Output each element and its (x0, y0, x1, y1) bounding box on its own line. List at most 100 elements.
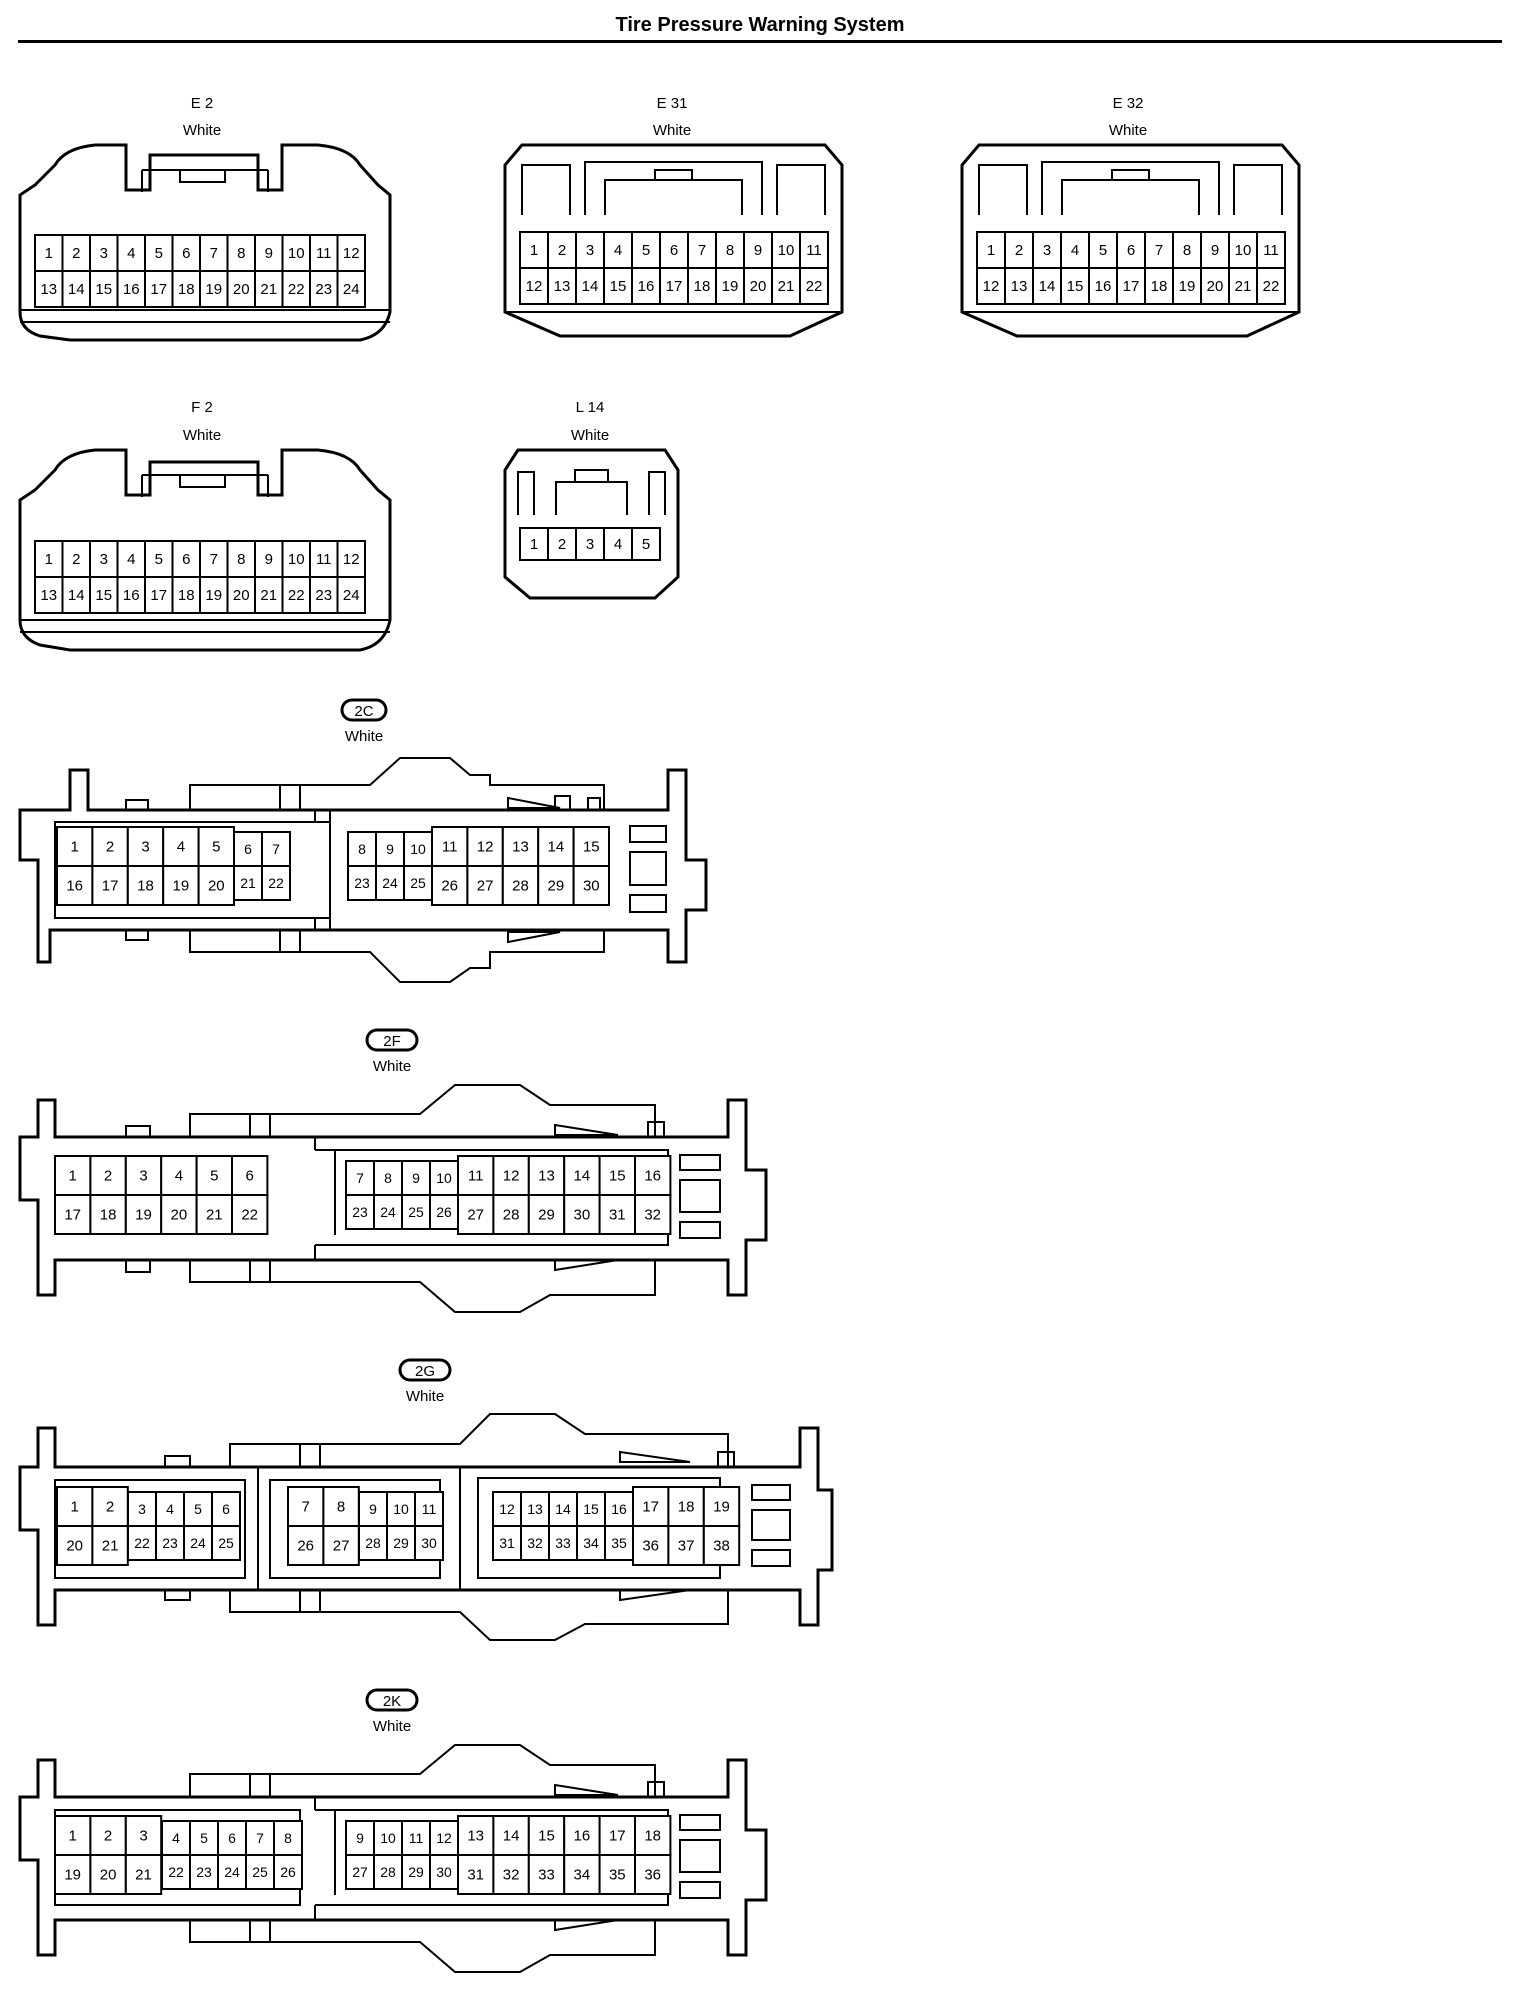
pin-cell (171, 576, 201, 614)
pin-number: 24 (343, 281, 360, 298)
pin-cell (336, 576, 366, 614)
connector-2g-slots (751, 1484, 791, 1567)
pin-number: 3 (139, 1828, 147, 1845)
pin-number: 6 (228, 1830, 236, 1846)
pin-number: 6 (1127, 242, 1135, 259)
pin-number: 11 (316, 551, 332, 568)
connector-l14-code: L 14 (576, 399, 605, 416)
connector-2f-latch (189, 1084, 656, 1313)
pin-number: 11 (316, 245, 332, 262)
connector-e31-key (584, 161, 763, 215)
pin-number: 8 (726, 242, 734, 259)
connector-2g-latch (229, 1413, 729, 1641)
pin-number: 33 (538, 1867, 555, 1884)
pin-cell (54, 1854, 92, 1895)
pin-number: 24 (190, 1535, 206, 1551)
pin-number: 6 (222, 1501, 230, 1517)
pin-number: 26 (297, 1538, 314, 1555)
connector-e32-code: E 32 (1113, 95, 1144, 112)
pin-number: 21 (260, 281, 277, 298)
pin-cell (309, 576, 339, 614)
pin-cell (401, 1820, 431, 1856)
pin-number: 20 (233, 587, 250, 604)
pin-cell (231, 1155, 269, 1196)
pin-number: 14 (68, 281, 85, 298)
pin-number: 2 (104, 1168, 112, 1185)
pin-number: 2 (558, 242, 566, 259)
pin-cell (501, 865, 540, 906)
pin-number: 22 (288, 281, 305, 298)
pin-number: 2 (72, 245, 80, 262)
pin-number: 20 (100, 1867, 117, 1884)
pin-number: 18 (678, 1499, 695, 1516)
pin-number: 28 (503, 1207, 520, 1224)
pin-number: 22 (168, 1864, 184, 1880)
connector-l14-key (517, 469, 666, 515)
pin-number: 15 (95, 281, 112, 298)
pin-number: 18 (1151, 278, 1168, 295)
connector-2g-color: White (406, 1388, 444, 1405)
pin-number: 16 (1095, 278, 1112, 295)
connector-e2-code: E 2 (191, 95, 214, 112)
pin-cell (631, 231, 661, 269)
pin-cell (254, 270, 284, 308)
pin-cell (572, 865, 610, 906)
pin-number: 10 (778, 242, 795, 259)
pin-number: 17 (102, 878, 119, 895)
pin-number: 25 (410, 875, 426, 891)
pin-cell (91, 865, 129, 906)
connector-2g-badge (398, 1358, 452, 1382)
pin-cell (375, 831, 405, 867)
connector-e2-base (20, 309, 390, 323)
pin-cell (1116, 231, 1146, 269)
pin-cell (116, 540, 146, 578)
pin-cell (245, 1854, 275, 1890)
pin-number: 4 (177, 839, 185, 856)
pin-number: 16 (644, 1168, 661, 1185)
pin-number: 5 (210, 1168, 218, 1185)
pin-cell (281, 270, 311, 308)
pin-number: 24 (343, 587, 360, 604)
pin-cell (634, 1155, 672, 1196)
pin-cell (273, 1854, 303, 1890)
pin-number: 5 (200, 1830, 208, 1846)
pin-number: 16 (123, 587, 140, 604)
pin-number: 23 (315, 587, 332, 604)
pin-number: 10 (380, 1830, 396, 1846)
pin-number: 21 (260, 587, 277, 604)
pin-number: 2 (104, 1828, 112, 1845)
pin-number: 13 (512, 839, 529, 856)
pin-cell (634, 1815, 672, 1856)
pin-number: 15 (538, 1828, 555, 1845)
pin-cell (563, 1854, 601, 1895)
connector-2f-arrows (554, 1121, 665, 1272)
pin-cell (34, 576, 64, 614)
pin-number: 19 (713, 1499, 730, 1516)
pin-number: 37 (678, 1538, 695, 1555)
pin-number: 26 (280, 1864, 296, 1880)
pin-cell (34, 234, 64, 272)
pin-number: 23 (196, 1864, 212, 1880)
connector-2c-inner (54, 809, 668, 930)
pin-number: 25 (218, 1535, 234, 1551)
pin-cell (702, 1525, 741, 1566)
pin-number: 9 (386, 841, 394, 857)
pin-number: 15 (95, 587, 112, 604)
pin-number: 3 (100, 245, 108, 262)
pin-number: 3 (139, 1168, 147, 1185)
pin-number: 30 (574, 1207, 591, 1224)
pin-number: 4 (614, 536, 622, 553)
pin-cell (702, 1486, 741, 1527)
pin-cell (189, 1820, 219, 1856)
pin-number: 11 (806, 242, 822, 259)
connector-2c-ribs (125, 785, 301, 952)
pin-cell (1256, 267, 1286, 305)
pin-cell (89, 270, 119, 308)
